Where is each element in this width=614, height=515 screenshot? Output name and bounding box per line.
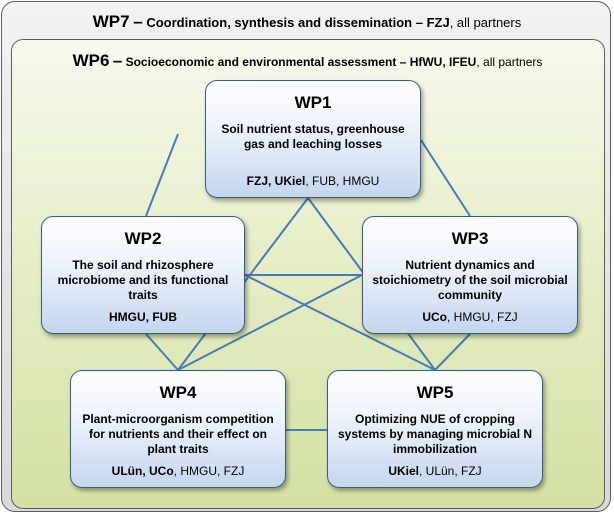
wp5-label: WP5 — [416, 383, 454, 402]
wp4-partners: ULün, UCo, HMGU, FZJ — [71, 464, 285, 478]
wp4-box: WP4 Plant-microorganism competition for … — [70, 370, 286, 488]
wp5-lead-partners: UKiel — [388, 464, 419, 478]
wp1-partners: FZJ, UKiel, FUB, HMGU — [206, 174, 420, 188]
wp1-lead-partners: FZJ, UKiel — [246, 174, 306, 188]
wp4-description: Plant-microorganism competition for nutr… — [82, 412, 274, 456]
link-wp3-wp4 — [177, 274, 363, 371]
wp5-description: Optimizing NUE of cropping systems by ma… — [337, 412, 533, 456]
wp4-lead-partners: ULün, UCo — [111, 464, 174, 478]
wp3-lead-partners: UCo — [422, 310, 447, 324]
wp6-dash: – — [112, 51, 123, 70]
wp5-other-partners: , ULün, FZJ — [419, 464, 482, 478]
wp2-box: WP2 The soil and rhizosphere microbiome … — [41, 216, 245, 334]
wp2-label: WP2 — [124, 229, 162, 248]
link-wp2-wp5 — [244, 274, 436, 371]
link-wp1-wp3 — [420, 139, 471, 217]
wp1-other-partners: , FUB, HMGU — [305, 174, 380, 188]
wp3-box: WP3 Nutrient dynamics and stoichiometry … — [362, 216, 578, 334]
link-wp2-wp4 — [145, 333, 179, 371]
wp7-dash: – — [133, 12, 143, 31]
wp7-title-text: Coordination, synthesis and disseminatio… — [146, 15, 450, 30]
wp7-partners: , all partners — [449, 15, 522, 30]
wp5-partners: UKiel, ULün, FZJ — [328, 464, 542, 478]
wp6-title-text: Socioeconomic and environmental assessme… — [125, 55, 477, 69]
wp5-box: WP5 Optimizing NUE of cropping systems b… — [327, 370, 543, 488]
wp3-partners: UCo, HMGU, FZJ — [363, 310, 577, 324]
wp6-title: WP6 – Socioeconomic and environmental as… — [12, 51, 603, 71]
wp7-label: WP7 — [92, 12, 130, 31]
wp7-title: WP7 – Coordination, synthesis and dissem… — [2, 12, 612, 32]
wp2-partners: HMGU, FUB — [42, 310, 244, 324]
wp1-label: WP1 — [294, 93, 332, 112]
wp3-other-partners: , HMGU, FZJ — [447, 310, 518, 324]
wp4-label: WP4 — [159, 383, 197, 402]
wp4-other-partners: , HMGU, FZJ — [173, 464, 245, 478]
wp3-label: WP3 — [451, 229, 489, 248]
wp2-lead-partners: HMGU, FUB — [109, 310, 177, 324]
link-wp1-wp2 — [145, 133, 179, 217]
wp3-description: Nutrient dynamics and stoichiometry of t… — [372, 258, 568, 302]
wp6-label: WP6 — [72, 51, 110, 70]
wp1-box: WP1 Soil nutrient status, greenhouse gas… — [205, 80, 421, 198]
wp2-description: The soil and rhizosphere microbiome and … — [57, 258, 229, 302]
wp1-description: Soil nutrient status, greenhouse gas and… — [221, 122, 405, 151]
link-wp3-wp5 — [434, 333, 471, 371]
wp6-partners: , all partners — [476, 55, 543, 69]
